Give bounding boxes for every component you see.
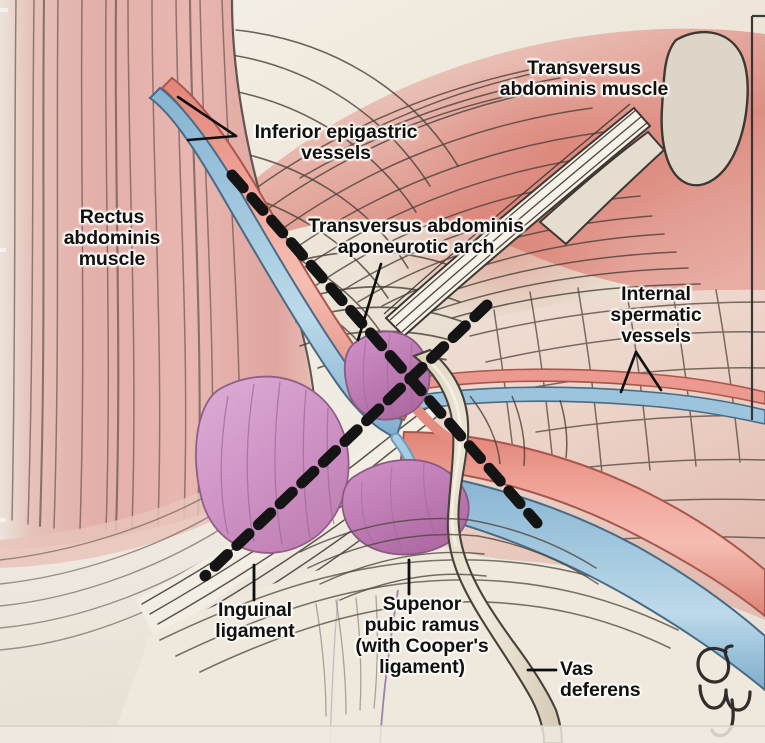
retractor-shaft <box>538 130 666 246</box>
right-small-branches <box>469 395 568 467</box>
plate-bottom-strip <box>0 726 765 743</box>
leader-spermatic-fork-right <box>634 350 663 392</box>
coopers-ligament-violet-fiber-2 <box>329 597 339 743</box>
leader-inferior-epigastric-prong-1 <box>176 95 238 138</box>
retractor-tip <box>660 30 749 187</box>
spermatic-vein-branch <box>401 386 765 425</box>
rectus-muscle-striations <box>11 0 241 531</box>
lymph-node-medial-texture <box>220 381 335 545</box>
rectus-lower-fan <box>0 416 312 568</box>
lymph-node-medial <box>195 375 350 554</box>
internal-spermatic-vessel-bundle <box>383 103 652 338</box>
leader-aponeurotic-arch <box>356 262 383 342</box>
leader-lines <box>176 95 663 672</box>
lower-fascia-fibers <box>299 517 599 601</box>
coopers-ligament-fibers <box>315 595 378 717</box>
coopers-ligament-violet-fiber <box>379 589 399 743</box>
plate-edge-highlights <box>0 8 8 522</box>
dashed-line-epigastric <box>226 169 543 529</box>
leader-inferior-epigastric-prong-2 <box>186 134 238 142</box>
dashed-line-inguinal <box>199 299 493 582</box>
dissection-dashed-lines <box>199 169 543 582</box>
plate-frame <box>750 14 765 420</box>
spermatic-artery-branch <box>403 368 765 405</box>
lymph-node-lateral-texture <box>360 461 439 551</box>
leader-spermatic-fork-left <box>619 350 638 394</box>
